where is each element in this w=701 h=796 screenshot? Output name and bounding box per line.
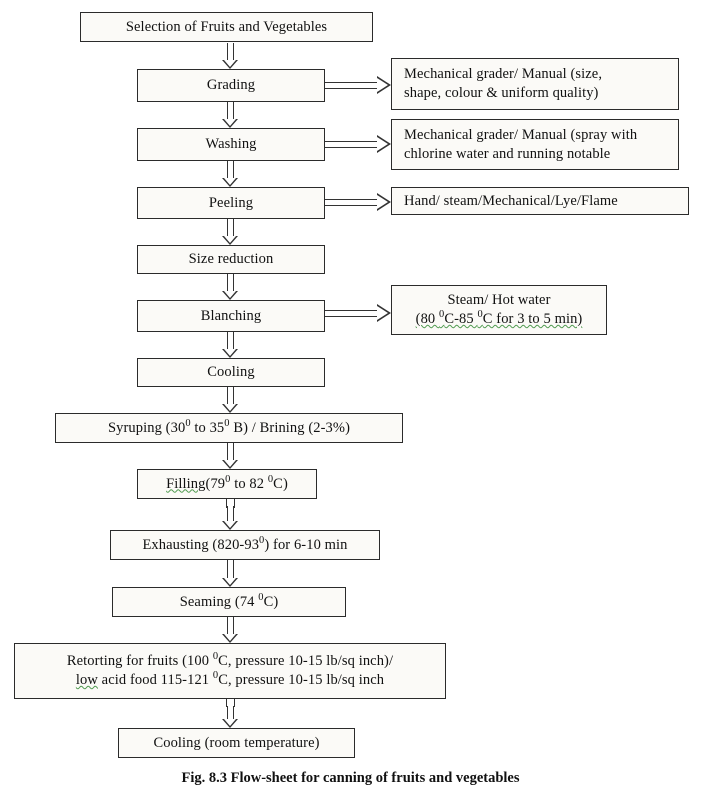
figure-caption: Fig. 8.3 Flow-sheet for canning of fruit… <box>181 770 520 786</box>
spellcheck-word-filling: Filling <box>166 475 206 492</box>
process-box-retorting: Retorting for fruits (100 0C, pressure 1… <box>14 643 446 699</box>
process-label-peeling: Peeling <box>208 194 254 211</box>
annotation-text-washing: Mechanical grader/ Manual (spray with ch… <box>400 126 678 163</box>
process-box-washing: Washing <box>137 128 325 161</box>
arrow-retorting-to-cooling <box>222 706 239 728</box>
annotation-box-peeling: Hand/ steam/Mechanical/Lye/Flame <box>391 187 689 215</box>
annotation-box-grading: Mechanical grader/ Manual (size, shape, … <box>391 58 679 110</box>
process-box-cooling-room: Cooling (room temperature) <box>118 728 355 758</box>
process-label-blanching: Blanching <box>200 307 262 324</box>
spellcheck-word-low: low <box>75 672 98 688</box>
arrow-blanching-to-cooling <box>222 332 239 358</box>
process-box-syruping: Syruping (300 to 350 B) / Brining (2-3%) <box>55 413 403 443</box>
arrow-size-reduction-to-blanching <box>222 274 239 300</box>
annotation-blanching-line1: Steam/ Hot water <box>447 292 551 309</box>
arrow-selection-to-grading <box>222 43 239 69</box>
process-box-peeling: Peeling <box>137 187 325 219</box>
process-label-cooling: Cooling <box>207 364 255 381</box>
annotation-box-blanching: Steam/ Hot water (80 0C-85 0C for 3 to 5… <box>391 285 607 335</box>
process-label-syruping: Syruping (300 to 350 B) / Brining (2-3%) <box>107 417 351 436</box>
process-box-filling: Filling(790 to 82 0C) <box>137 469 317 499</box>
process-label-grading: Grading <box>206 77 256 94</box>
arrow-syruping-to-filling <box>222 443 239 469</box>
process-label-washing: Washing <box>205 136 257 153</box>
arrow-exhausting-to-seaming <box>222 560 239 587</box>
connector-retorting-to-cooling-top <box>226 699 235 707</box>
arrow-grading-to-note <box>325 76 391 95</box>
annotation-box-washing: Mechanical grader/ Manual (spray with ch… <box>391 119 679 170</box>
arrow-washing-to-peeling <box>222 161 239 187</box>
process-box-grading: Grading <box>137 69 325 102</box>
process-label-retorting: Retorting for fruits (100 0C, pressure 1… <box>15 652 445 689</box>
arrow-peeling-to-note <box>325 193 391 212</box>
annotation-grading-line2: shape, colour & uniform quality) <box>404 85 599 101</box>
annotation-text-grading: Mechanical grader/ Manual (size, shape, … <box>400 65 678 102</box>
process-box-blanching: Blanching <box>137 300 325 332</box>
retorting-line2: low acid food 115-121 0C, pressure 10-15… <box>75 670 385 688</box>
process-box-cooling: Cooling <box>137 358 325 387</box>
annotation-grading-line1: Mechanical grader/ Manual (size, <box>404 66 603 83</box>
process-label-seaming: Seaming (74 0C) <box>179 591 279 610</box>
arrow-blanching-to-note <box>325 304 391 323</box>
arrow-peeling-to-size-reduction <box>222 219 239 245</box>
annotation-washing-line1: Mechanical grader/ Manual (spray with <box>404 126 638 143</box>
annotation-text-peeling: Hand/ steam/Mechanical/Lye/Flame <box>404 192 618 209</box>
process-label-exhausting: Exhausting (820-930) for 6-10 min <box>142 534 348 553</box>
arrow-seaming-to-retorting <box>222 617 239 643</box>
arrow-cooling-to-syruping <box>222 387 239 413</box>
arrow-filling-to-exhausting <box>222 506 239 530</box>
annotation-washing-line2: chlorine water and running notable <box>404 145 611 162</box>
process-label-selection: Selection of Fruits and Vegetables <box>125 18 328 35</box>
connector-filling-to-exhausting-top <box>226 499 235 508</box>
annotation-text-blanching: Steam/ Hot water (80 0C-85 0C for 3 to 5… <box>392 291 606 328</box>
arrow-washing-to-note <box>325 135 391 154</box>
process-label-filling: Filling(790 to 82 0C) <box>166 473 288 492</box>
process-label-size-reduction: Size reduction <box>188 251 274 268</box>
process-box-selection: Selection of Fruits and Vegetables <box>80 12 373 42</box>
retorting-line1: Retorting for fruits (100 0C, pressure 1… <box>66 651 394 670</box>
process-box-exhausting: Exhausting (820-930) for 6-10 min <box>110 530 380 560</box>
arrow-grading-to-washing <box>222 102 239 128</box>
annotation-blanching-line2: (80 0C-85 0C for 3 to 5 min) <box>415 309 583 327</box>
process-box-size-reduction: Size reduction <box>137 245 325 274</box>
process-label-cooling-room: Cooling (room temperature) <box>153 734 320 751</box>
process-box-seaming: Seaming (74 0C) <box>112 587 346 617</box>
